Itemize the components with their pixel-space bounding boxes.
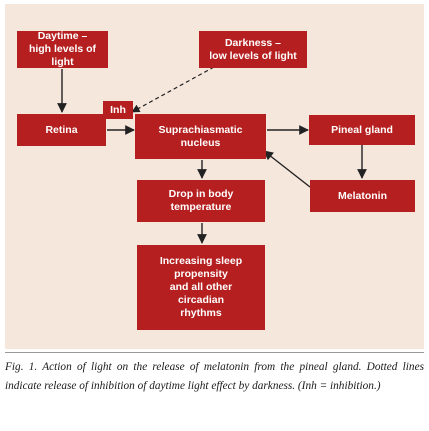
melatonin-node: Melatonin [310,180,415,212]
daytime-node: Daytime – high levels of light [17,30,108,68]
sleep-line4: circadian [177,294,225,306]
temp-line1: Drop in body [168,188,234,200]
temp-line2: temperature [170,201,232,213]
pineal-node: Pineal gland [309,115,415,145]
darkness-line1: Darkness – [224,36,282,49]
caption-divider [5,352,424,353]
inh-node: Inh [103,101,133,119]
sleep-line1: Increasing sleep [159,255,243,267]
temp-node: Drop in body temperature [137,180,265,222]
retina-node: Retina [17,114,106,146]
melatonin-label: Melatonin [338,189,387,202]
daytime-line1: Daytime – [37,30,88,42]
pineal-label: Pineal gland [331,123,393,136]
sleep-line2: propensity [174,268,228,280]
darkness-node: Darkness – low levels of light [199,31,307,68]
sleep-node: Increasing sleep propensity and all othe… [137,245,265,330]
daytime-line2: high levels of light [28,43,97,68]
sleep-line5: rhythms [180,307,222,319]
retina-label: Retina [45,123,78,136]
figure-caption: Fig. 1. Action of light on the release o… [5,361,424,392]
sleep-line3: and all other [169,281,233,293]
scn-line2: nucleus [180,136,221,149]
darkness-line2: low levels of light [209,49,297,62]
scn-line1: Suprachiasmatic [158,123,243,136]
scn-node: Suprachiasmatic nucleus [135,114,266,159]
inh-label: Inh [110,103,126,116]
